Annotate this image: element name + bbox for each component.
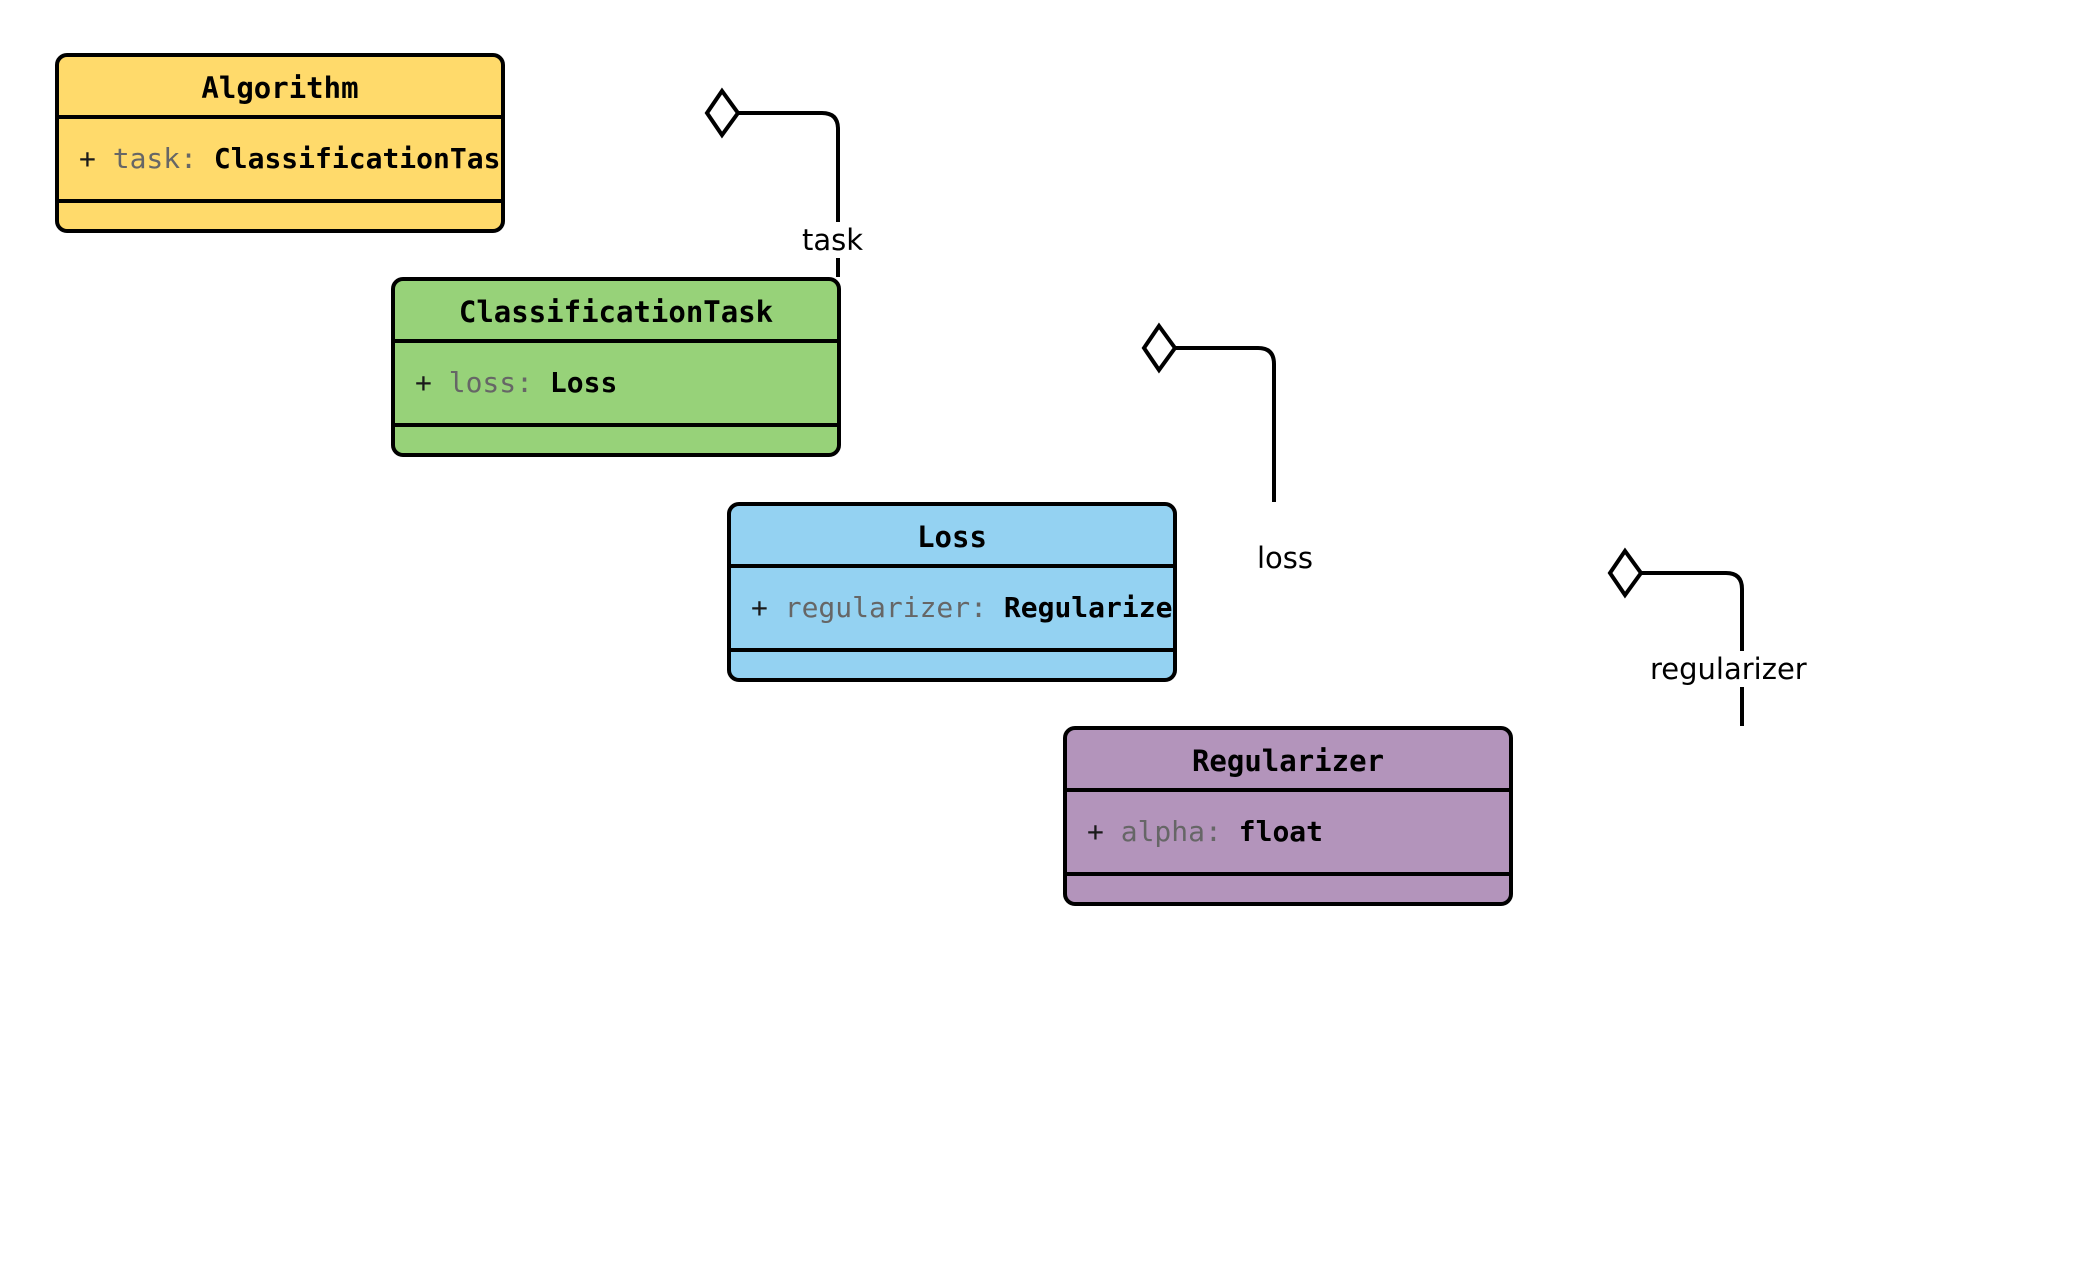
attribute-visibility: + xyxy=(415,366,449,399)
attribute-row: + loss: Loss xyxy=(415,366,837,400)
attribute-separator: : xyxy=(1205,815,1222,848)
attribute-separator: : xyxy=(970,591,988,624)
aggregation-diamond-icon xyxy=(704,87,741,139)
attribute-type: float xyxy=(1238,815,1324,848)
class-title-loss: Loss xyxy=(731,506,1173,568)
class-box-algorithm[interactable]: Algorithm + task: ClassificationTask xyxy=(55,53,505,233)
attribute-row: + task: ClassificationTask xyxy=(79,142,501,176)
class-attributes-loss: + regularizer: Regularizer xyxy=(731,568,1173,652)
attribute-row: + alpha: float xyxy=(1087,815,1509,849)
edge-label-regularizer: regularizer xyxy=(1648,651,1809,687)
class-box-regularizer[interactable]: Regularizer + alpha: float xyxy=(1063,726,1513,906)
class-methods-loss xyxy=(731,652,1173,678)
relation-regularizer-line xyxy=(1641,571,1744,726)
attribute-row: + regularizer: Regularizer xyxy=(751,591,1173,625)
class-title-algorithm: Algorithm xyxy=(59,57,501,119)
edge-label-loss: loss xyxy=(1255,540,1316,576)
attribute-separator: : xyxy=(516,366,534,399)
aggregation-diamond-icon xyxy=(1607,547,1644,599)
relation-regularizer xyxy=(1607,547,1744,726)
class-box-classification-task[interactable]: ClassificationTask + loss: Loss xyxy=(391,277,841,457)
attribute-visibility: + xyxy=(1087,815,1121,848)
class-methods-algorithm xyxy=(59,203,501,229)
attribute-visibility: + xyxy=(79,142,113,175)
attribute-name: alpha xyxy=(1120,815,1206,848)
class-attributes-regularizer: + alpha: float xyxy=(1067,792,1509,876)
relation-loss-line xyxy=(1175,346,1276,502)
attribute-type: Loss xyxy=(549,366,618,399)
class-title-classification-task: ClassificationTask xyxy=(395,281,837,343)
attribute-separator: : xyxy=(180,142,198,175)
class-methods-classification-task xyxy=(395,427,837,453)
class-attributes-algorithm: + task: ClassificationTask xyxy=(59,119,501,203)
class-title-regularizer: Regularizer xyxy=(1067,730,1509,792)
attribute-name: loss xyxy=(448,366,517,399)
attribute-type: ClassificationTask xyxy=(213,142,505,175)
relation-loss xyxy=(1141,322,1276,502)
class-attributes-classification-task: + loss: Loss xyxy=(395,343,837,427)
class-methods-regularizer xyxy=(1067,876,1509,902)
edge-label-task: task xyxy=(800,222,866,258)
attribute-type: Regularizer xyxy=(1003,591,1177,624)
attribute-visibility: + xyxy=(751,591,785,624)
attribute-name: regularizer xyxy=(784,591,971,624)
class-box-loss[interactable]: Loss + regularizer: Regularizer xyxy=(727,502,1177,682)
aggregation-diamond-icon xyxy=(1141,322,1178,374)
attribute-name: task xyxy=(112,142,181,175)
